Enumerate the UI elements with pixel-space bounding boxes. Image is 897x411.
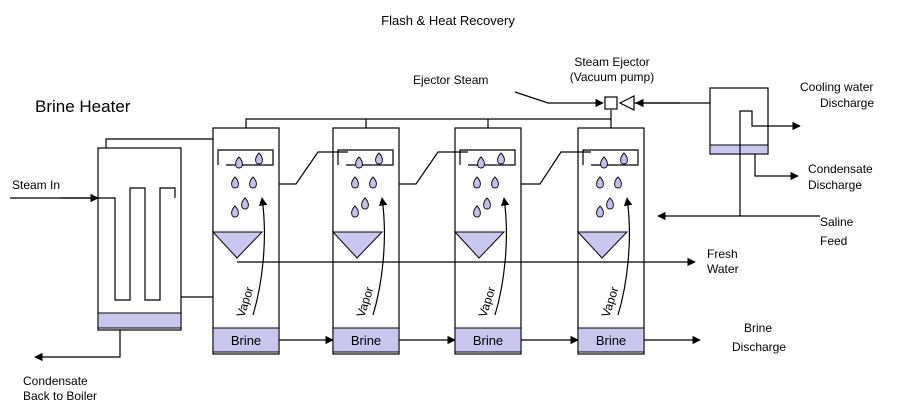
condenser-cooling-coil [739, 110, 801, 216]
distillate-tray-3 [453, 231, 506, 259]
brine-discharge-label-2: Discharge [732, 340, 786, 354]
brine-droplet [473, 176, 481, 189]
condenser-condensate-pool [709, 144, 769, 155]
steam-ejector-nozzle [618, 95, 635, 111]
stage-brine-label: Brine [473, 333, 503, 348]
stage-brine-box [212, 327, 280, 353]
brine-droplet [606, 197, 614, 210]
stage-spray-pipe [217, 149, 274, 166]
brine-droplet [241, 197, 249, 210]
brine-droplet [614, 176, 622, 189]
cooling-water-discharge-label-1: Cooling water [800, 80, 873, 94]
ejector-condenser [709, 87, 769, 155]
feed-pipe-stage3 [521, 151, 591, 185]
feed-pipe-stage2 [399, 151, 468, 185]
stage-spray-pipe [337, 149, 394, 166]
steam-ejector-label-2: (Vacuum pump) [570, 70, 654, 84]
brine-droplet [231, 176, 239, 189]
steam-ejector-label-1: Steam Ejector [574, 55, 649, 69]
brine-droplet [355, 156, 363, 169]
stage-brine-label: Brine [231, 333, 261, 348]
brine-droplet [361, 197, 369, 210]
condensate-discharge-line [754, 154, 799, 181]
condensate-back-label-1: Condensate [23, 374, 88, 388]
brine-droplet [596, 205, 604, 218]
stage-brine-box [577, 327, 645, 353]
ejector-steam-line [514, 91, 604, 108]
distillate-tray-1 [211, 231, 264, 259]
distillate-tray-2 [331, 231, 384, 259]
condensate-discharge-label-1: Condensate [808, 162, 873, 176]
steam-ejector-box [604, 96, 618, 110]
brine-droplet [473, 205, 481, 218]
brine-droplet [235, 156, 243, 169]
stage-spray-pipe [459, 149, 516, 166]
brine-droplet [497, 152, 505, 165]
brine-droplet [249, 176, 257, 189]
stage-brine-label: Brine [351, 333, 381, 348]
diagram-title: Flash & Heat Recovery [381, 13, 515, 28]
saline-feed-label-2: Feed [820, 234, 847, 248]
distillate-tray-4 [576, 231, 629, 259]
stage-brine-label: Brine [596, 333, 626, 348]
brine-droplet [477, 156, 485, 169]
fresh-water-label-1: Fresh [707, 247, 738, 261]
brine-droplet [369, 176, 377, 189]
brine-droplet [483, 197, 491, 210]
brine-droplet [596, 176, 604, 189]
condensate-back-label-2: Back to Boiler [23, 389, 97, 403]
vacuum-header [245, 118, 611, 128]
vapor-arrow [617, 197, 633, 316]
fresh-water-label-2: Water [707, 262, 739, 276]
vapor-arrow [252, 197, 268, 316]
saline-feed-label-1: Saline [820, 215, 854, 229]
brine-droplet [600, 156, 608, 169]
vapor-arrow [372, 197, 388, 316]
vapor-arrow [494, 197, 510, 316]
brine-droplet [255, 152, 263, 165]
brine-heater-brine-pool [97, 312, 182, 329]
heater-steam-coil [10, 187, 176, 301]
cooling-water-discharge-label-2: Discharge [820, 96, 874, 110]
ejector-steam-label: Ejector Steam [413, 73, 488, 87]
brine-droplet [620, 152, 628, 165]
brine-droplet [351, 176, 359, 189]
stage-spray-pipe [582, 149, 639, 166]
brine-droplet [351, 205, 359, 218]
brine-heater-label: Brine Heater [35, 97, 131, 116]
brine-droplet [491, 176, 499, 189]
brine-discharge-label-1: Brine [744, 321, 772, 335]
steam-in-label: Steam In [12, 178, 60, 192]
feed-pipe-stage1 [279, 151, 348, 185]
condensate-discharge-label-2: Discharge [808, 178, 862, 192]
brine-droplet [231, 205, 239, 218]
brine-heater-vessel [97, 147, 182, 331]
heater-feed-line [105, 138, 213, 148]
brine-droplet [375, 152, 383, 165]
brine-droplets [231, 152, 628, 218]
condensate-return-line [34, 330, 121, 362]
